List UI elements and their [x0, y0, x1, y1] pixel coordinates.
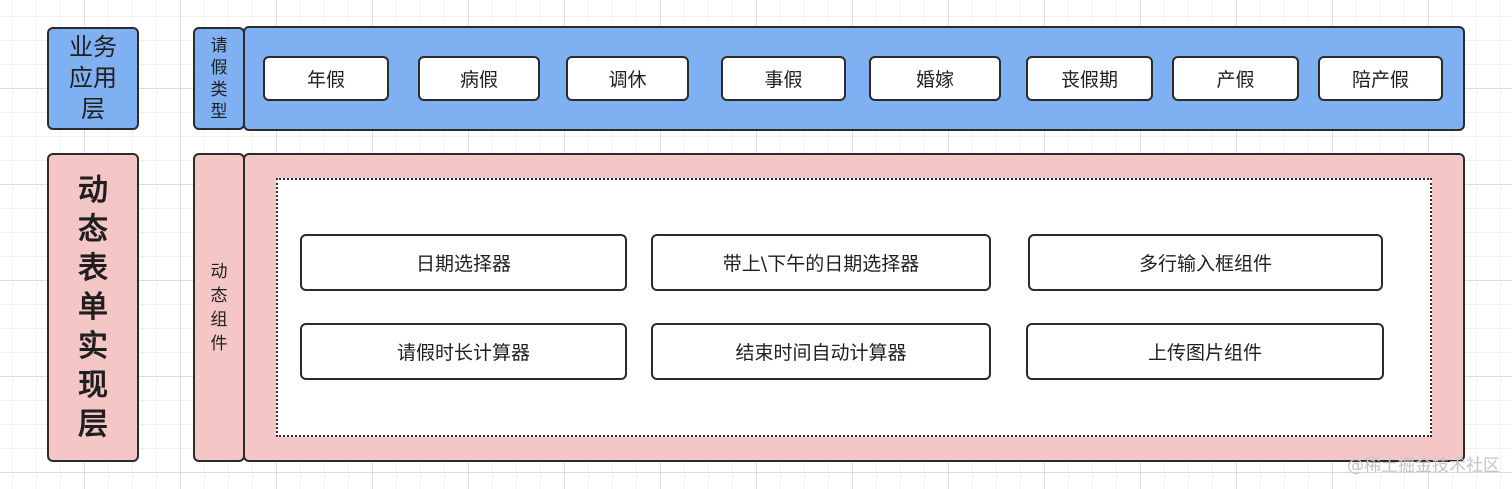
leave-types-side-label-text: 请假类型	[210, 35, 228, 122]
dynamic-components-container	[276, 178, 1432, 437]
leave-type-marriage[interactable]: 婚嫁	[869, 56, 1001, 101]
component-date-picker[interactable]: 日期选择器	[300, 234, 627, 291]
leave-type-bereavement[interactable]: 丧假期	[1026, 56, 1153, 101]
leave-type-maternity[interactable]: 产假	[1172, 56, 1299, 101]
leave-type-annual[interactable]: 年假	[263, 56, 389, 101]
leave-type-label: 陪产假	[1351, 69, 1409, 91]
component-label: 日期选择器	[415, 253, 511, 275]
app-layer-label: 业务应用层	[47, 27, 139, 130]
leave-type-label: 产假	[1216, 69, 1255, 91]
component-end-time-calculator[interactable]: 结束时间自动计算器	[651, 323, 991, 380]
component-label: 上传图片组件	[1147, 342, 1262, 364]
leave-type-label: 丧假期	[1060, 69, 1118, 91]
watermark: @稀土掘金技术社区	[1347, 456, 1500, 476]
impl-layer-label: 动态表单实现层	[47, 153, 139, 462]
leave-type-label: 年假	[306, 69, 345, 91]
component-label: 带上\下午的日期选择器	[722, 253, 920, 275]
leave-type-label: 调休	[608, 69, 647, 91]
component-label: 请假时长计算器	[396, 342, 530, 364]
leave-type-personal[interactable]: 事假	[721, 56, 846, 101]
leave-type-label: 婚嫁	[915, 69, 954, 91]
leave-type-paternity[interactable]: 陪产假	[1318, 56, 1443, 101]
component-image-upload[interactable]: 上传图片组件	[1026, 323, 1384, 380]
component-halfday-date-picker[interactable]: 带上\下午的日期选择器	[651, 234, 991, 291]
leave-type-label: 事假	[764, 69, 803, 91]
component-label: 多行输入框组件	[1138, 253, 1272, 275]
component-leave-duration-calculator[interactable]: 请假时长计算器	[300, 323, 627, 380]
impl-layer-label-text: 动态表单实现层	[78, 173, 108, 442]
leave-type-label: 病假	[459, 69, 498, 91]
dynamic-components-side-label: 动态组件	[193, 153, 245, 462]
component-label: 结束时间自动计算器	[735, 342, 907, 364]
leave-type-compensatory[interactable]: 调休	[566, 56, 689, 101]
component-multiline-input[interactable]: 多行输入框组件	[1028, 234, 1383, 291]
leave-type-sick[interactable]: 病假	[418, 56, 540, 101]
dynamic-components-side-label-text: 动态组件	[210, 261, 228, 354]
app-layer-label-text: 业务应用层	[69, 33, 117, 123]
leave-types-side-label: 请假类型	[193, 27, 245, 130]
